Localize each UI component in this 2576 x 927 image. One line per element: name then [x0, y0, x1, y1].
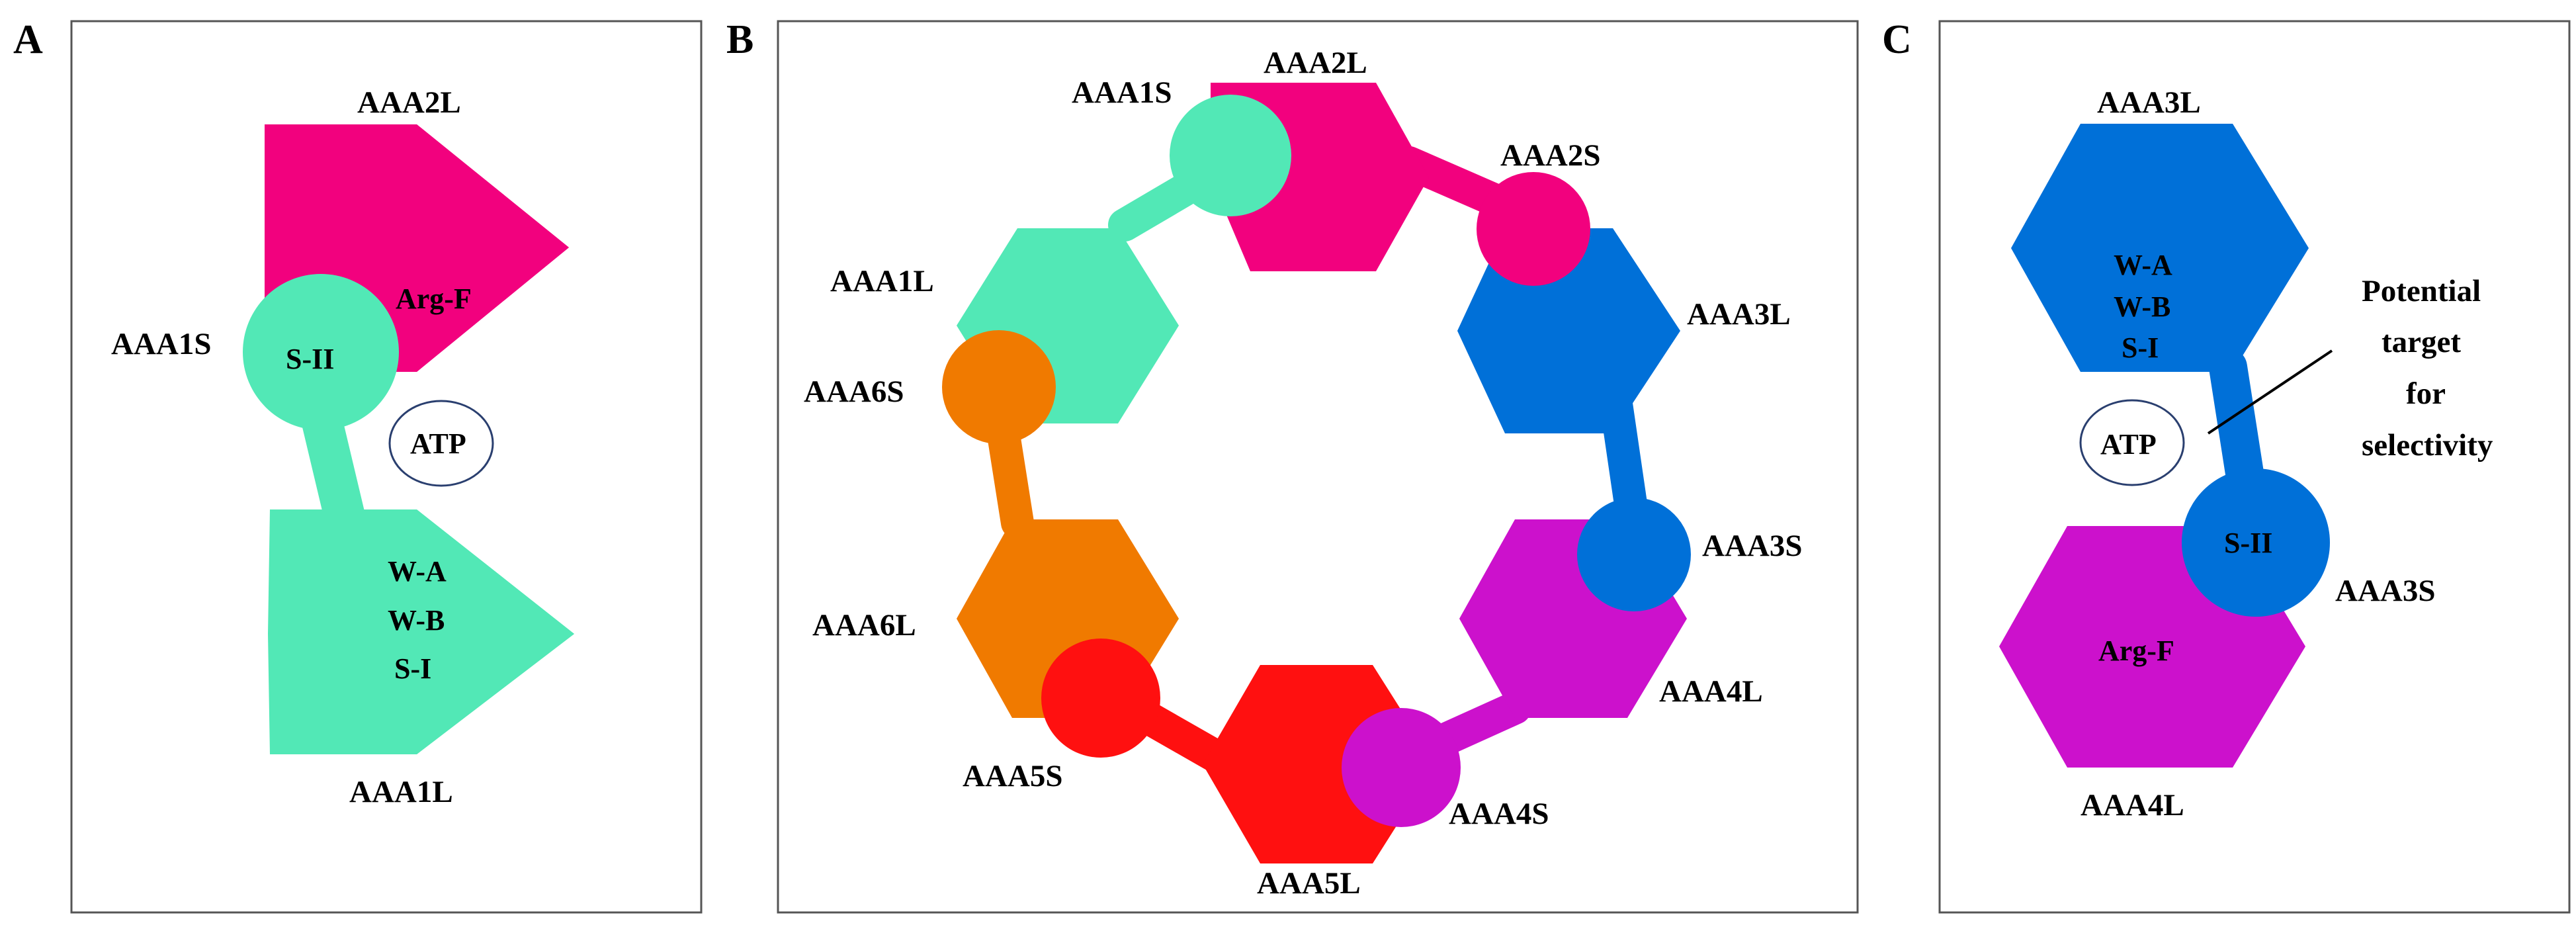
annotation-line-4: selectivity [2362, 428, 2493, 463]
aaa2s-circle-b [1477, 172, 1590, 286]
label-aaa3l-c: AAA3L [2097, 85, 2201, 120]
aaa5s-circle-b [1041, 639, 1160, 758]
panel-b-frame [777, 20, 1859, 914]
label-aaa5s-b: AAA5S [963, 759, 1062, 793]
label-s-ii-a: S-II [286, 343, 334, 375]
annotation-line-2: target [2382, 325, 2461, 359]
annotation-line-1: Potential [2362, 274, 2481, 308]
label-aaa4s-b: AAA4S [1449, 797, 1549, 831]
label-aaa1l-a: AAA1L [349, 775, 453, 809]
label-walker-b-a: W-B [388, 604, 445, 637]
label-aaa1l-b: AAA1L [830, 264, 934, 298]
panel-b-letter: B [726, 17, 753, 62]
annotation-line-3: for [2406, 376, 2446, 411]
label-aaa4l-c: AAA4L [2081, 788, 2184, 822]
label-aaa3l-b: AAA3L [1687, 297, 1791, 331]
aaa3s-circle-b [1577, 498, 1691, 611]
panel-c-letter: C [1882, 17, 1912, 62]
label-aaa6l-b: AAA6L [812, 608, 916, 642]
aaa1s-circle-b [1170, 95, 1291, 216]
label-arg-f-c: Arg-F [2098, 635, 2174, 667]
aaa3s-circle-c [2182, 468, 2330, 617]
atp-ellipse-c [2079, 399, 2185, 486]
label-atp-c: ATP [2100, 428, 2157, 461]
aaa6s-circle-b [942, 330, 1056, 444]
aaa1s-circle [243, 274, 399, 430]
label-aaa2l-b: AAA2L [1264, 46, 1367, 80]
label-aaa2l-a: AAA2L [357, 85, 461, 120]
label-s-i-c: S-I [2122, 331, 2159, 364]
aaa4s-circle-b [1342, 708, 1461, 827]
panel-a-letter: A [13, 17, 43, 62]
label-walker-b-c: W-B [2114, 290, 2170, 323]
label-aaa2s-b: AAA2S [1500, 138, 1600, 173]
annotation-pointer [2207, 349, 2333, 435]
aaa3l-hexagon-c [2011, 124, 2309, 372]
label-aaa6s-b: AAA6S [804, 375, 904, 409]
label-walker-a-a: W-A [388, 555, 447, 588]
label-atp-a: ATP [410, 427, 466, 460]
panel-a-frame [70, 20, 703, 914]
atp-ellipse-a [388, 400, 494, 487]
label-aaa1s-a: AAA1S [111, 327, 211, 361]
label-aaa3s-c: AAA3S [2335, 574, 2435, 608]
panel-c-frame [1938, 20, 2571, 914]
label-aaa4l-b: AAA4L [1659, 674, 1763, 709]
label-aaa5l-b: AAA5L [1257, 866, 1361, 901]
label-arg-f-a: Arg-F [396, 283, 472, 315]
label-s-i-a: S-I [394, 652, 431, 685]
label-aaa3s-b: AAA3S [1702, 529, 1802, 563]
label-aaa1s-b: AAA1S [1072, 75, 1172, 110]
label-s-ii-c: S-II [2224, 527, 2272, 559]
label-walker-a-c: W-A [2114, 249, 2172, 281]
